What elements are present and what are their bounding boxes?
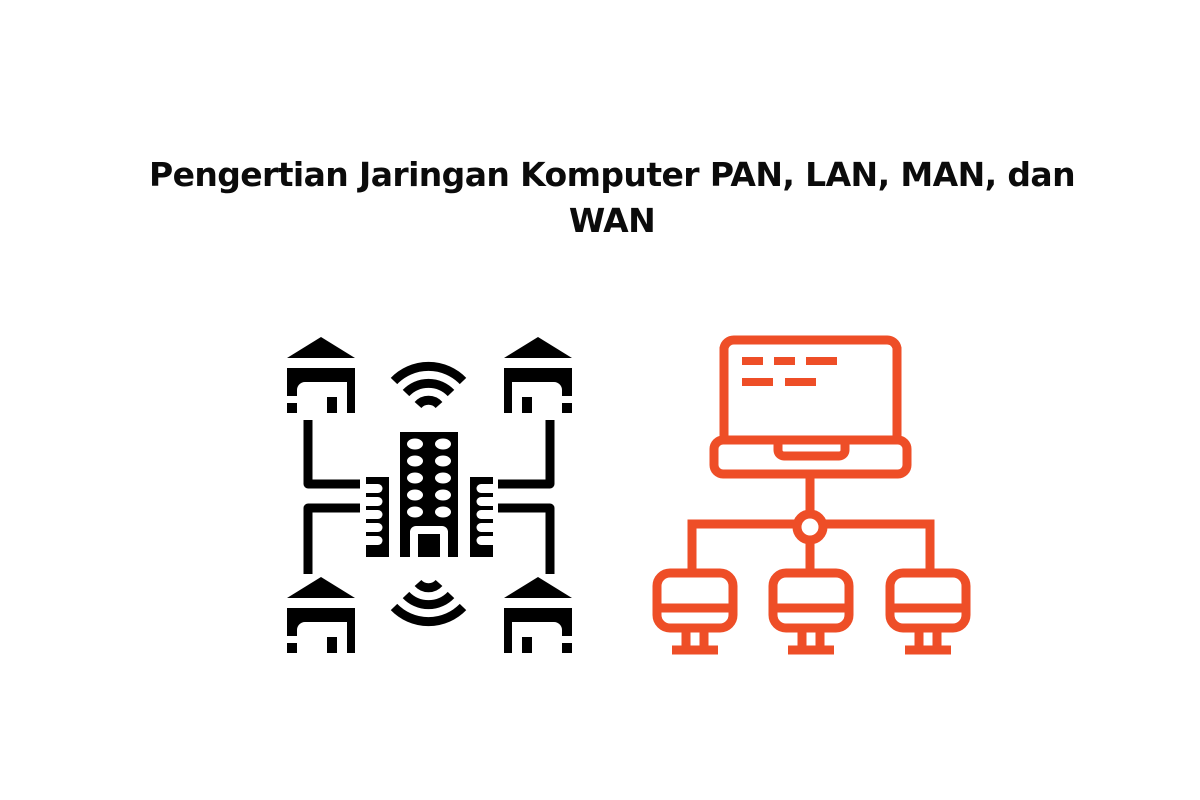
side-building-icon-right [470,477,493,557]
title-line-2: WAN [568,201,656,240]
house-icon-bottom-left [287,577,355,653]
desktop-monitor-icon-right [885,568,971,655]
office-building-icon [400,432,458,557]
metropolitan-network-icon [287,337,572,653]
house-icon-bottom-right [504,577,572,653]
wifi-icon-top [390,361,467,409]
house-icon-top-left [287,337,355,413]
desktop-monitor-icon-left [652,568,738,655]
wifi-icon-bottom [390,579,467,627]
page-title: Pengertian Jaringan Komputer PAN, LAN, M… [100,152,1124,244]
title-line-1: Pengertian Jaringan Komputer PAN, LAN, M… [148,155,1076,194]
desktop-monitor-icon-center [768,568,854,655]
connector-lines [303,420,555,574]
house-icon-top-right [504,337,572,413]
screen-text-lines [742,357,837,386]
laptop-icon [709,335,912,479]
network-links [687,478,935,570]
computer-network-topology-icon [652,335,971,655]
hub-node-icon [792,509,828,545]
side-building-icon-left [366,477,389,557]
